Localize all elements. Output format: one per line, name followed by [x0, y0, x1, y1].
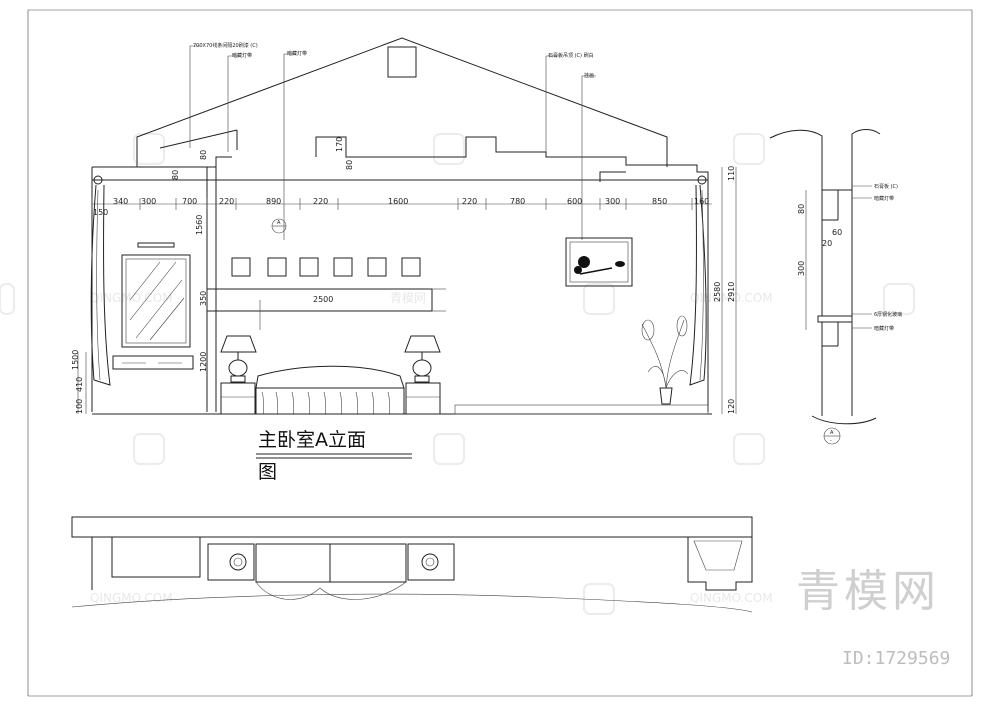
dim-600: 600: [567, 197, 582, 206]
left-nightstand-lamp: [220, 335, 257, 415]
watermark: 青模网 ID:1729569: [796, 566, 950, 669]
dim-300-b: 300: [605, 197, 620, 206]
dim-340: 340: [113, 197, 128, 206]
dim-850: 850: [652, 197, 667, 206]
watermark-logo-text-4: QINGMO.COM: [690, 591, 773, 605]
dim-120: 120: [727, 399, 736, 414]
dim-220: 220: [219, 197, 234, 206]
dim-700: 700: [182, 197, 197, 206]
detail-dim-80: 80: [797, 204, 806, 214]
drawing-title: 主卧室A立面 图: [256, 429, 412, 483]
ceiling-profile: [91, 136, 709, 412]
dim-220-b: 220: [313, 197, 328, 206]
dim-1200: 1200: [199, 352, 208, 372]
left-curtain: [90, 175, 111, 386]
title-line-1: 主卧室A立面: [258, 429, 366, 451]
wall-mirror: [121, 242, 191, 348]
detail-dim-60: 60: [832, 228, 842, 237]
dim-2580: 2580: [713, 282, 722, 302]
roof-vent: [387, 46, 417, 78]
dim-110: 110: [727, 166, 736, 181]
title-line-2: 图: [258, 461, 277, 483]
dim-1560: 1560: [195, 215, 204, 235]
detail-note-glass: 6厚钢化玻璃: [874, 311, 902, 318]
detail-note-light: 暗藏灯带: [874, 195, 894, 202]
detail-marker-a: A: [830, 430, 834, 436]
dim-780: 780: [510, 197, 525, 206]
dim-ceil-170: 170: [335, 137, 344, 152]
gable-roof: [136, 37, 668, 167]
note-line-trim: 700X70线条间隔20刷漆 (C): [193, 42, 258, 49]
wall-shelf: 2500: [206, 288, 446, 330]
note-hidden-light: 暗藏灯带: [232, 52, 252, 59]
floor: [92, 404, 712, 415]
top-dimension-chain: 340 300 700 220 890 220 1600 220 780 600…: [91, 197, 712, 217]
potted-plant: [641, 315, 689, 405]
detail-marker-b: -: [830, 438, 832, 444]
watermark-logo-cn: 青模网: [390, 291, 426, 305]
plan-view: [71, 516, 753, 613]
detail-dim-20: 20: [822, 239, 832, 248]
dim-2910: 2910: [727, 282, 736, 302]
detail-note-gypsum: 石膏板 (C): [874, 183, 898, 190]
watermark-brand: 青模网: [796, 566, 940, 617]
watermark-logo-text-2: QINGMO.COM: [690, 291, 773, 305]
bed: [255, 365, 405, 415]
dim-100: 100: [75, 399, 84, 414]
dim-1500: 1500: [71, 350, 80, 370]
watermark-logo-text-3: QINGMO.COM: [90, 591, 173, 605]
border-frame: [27, 9, 973, 697]
dim-top-80: 80: [171, 170, 180, 180]
dim-ceil-80: 80: [199, 150, 208, 160]
watermark-id: ID:1729569: [842, 648, 950, 669]
console-table: [112, 355, 194, 370]
dim-150: 150: [93, 208, 108, 217]
note-gypsum-ceiling: 石膏板吊顶 (C) 刷白: [548, 52, 594, 59]
right-curtain: [689, 175, 707, 386]
right-nightstand-lamp: [404, 335, 441, 415]
detail-note-light-2: 暗藏灯带: [874, 325, 894, 332]
dim-350: 350: [199, 291, 208, 306]
watermark-logos: QINGMO.COM 青模网 QINGMO.COM QINGMO.COM QIN…: [0, 133, 915, 615]
detail-dim-300: 300: [797, 261, 806, 276]
dim-220-c: 220: [462, 197, 477, 206]
callout-a: A: [277, 220, 281, 226]
dim-300: 300: [141, 197, 156, 206]
dim-shelf: 2500: [313, 295, 333, 304]
dim-890: 890: [266, 197, 281, 206]
ceiling-dims: 80 170 80 80: [171, 137, 354, 180]
dim-410: 410: [75, 377, 84, 392]
detail-section: 80 60 20 300 石膏板 (C) 暗藏灯带 6厚钢化玻璃 暗藏灯带 A …: [769, 129, 902, 445]
dim-ceil-80-b: 80: [345, 160, 354, 170]
left-dimensions: 1560 350 1200 1500 410 100: [71, 215, 208, 414]
right-dimensions: 110 2580 2910 120: [713, 166, 737, 414]
wall-painting: [565, 237, 633, 287]
section-callout: A: [271, 218, 287, 234]
wall-frames: [231, 257, 421, 277]
dim-1600: 1600: [388, 197, 408, 206]
note-hidden-light-2: 暗藏灯带: [287, 50, 307, 57]
note-painting: 挂画: [584, 72, 594, 79]
leader-notes: 700X70线条间隔20刷漆 (C) 暗藏灯带 暗藏灯带 石膏板吊顶 (C) 刷…: [189, 42, 596, 240]
